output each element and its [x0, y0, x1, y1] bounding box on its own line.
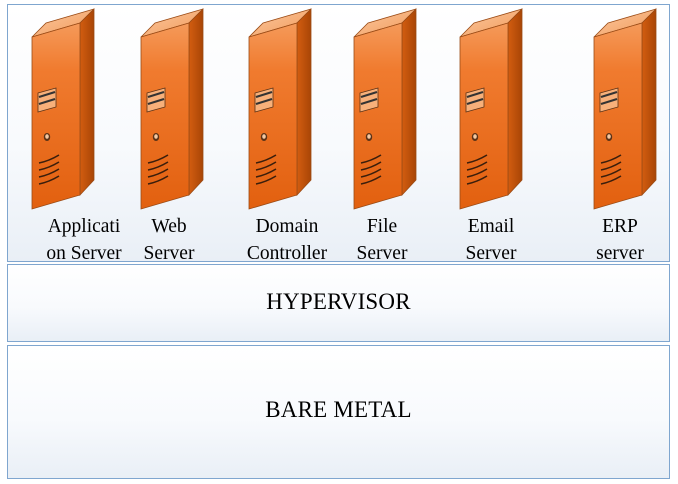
bare-metal-label: BARE METAL [265, 397, 412, 422]
server-tower-icon [31, 8, 95, 210]
server-tower-icon [593, 8, 657, 210]
hypervisor-label: HYPERVISOR [266, 289, 411, 314]
server-label: Domain Controller [246, 216, 328, 264]
server-label: File Server [356, 216, 408, 264]
server-label: Web Server [143, 216, 195, 264]
hypervisor-layer: HYPERVISOR [7, 264, 670, 342]
server-tower-icon [459, 8, 523, 210]
server-label: Email Server [465, 216, 517, 264]
server-label: ERP server [596, 216, 644, 264]
server-tower-icon [140, 8, 204, 210]
bare-metal-layer: BARE METAL [7, 345, 670, 479]
server-tower-icon [353, 8, 417, 210]
virtual-machines-layer: Applicati on Server Web Server Domain Co… [7, 4, 670, 264]
server-tower-icon [248, 8, 312, 210]
server-label: Applicati on Server [46, 216, 122, 264]
